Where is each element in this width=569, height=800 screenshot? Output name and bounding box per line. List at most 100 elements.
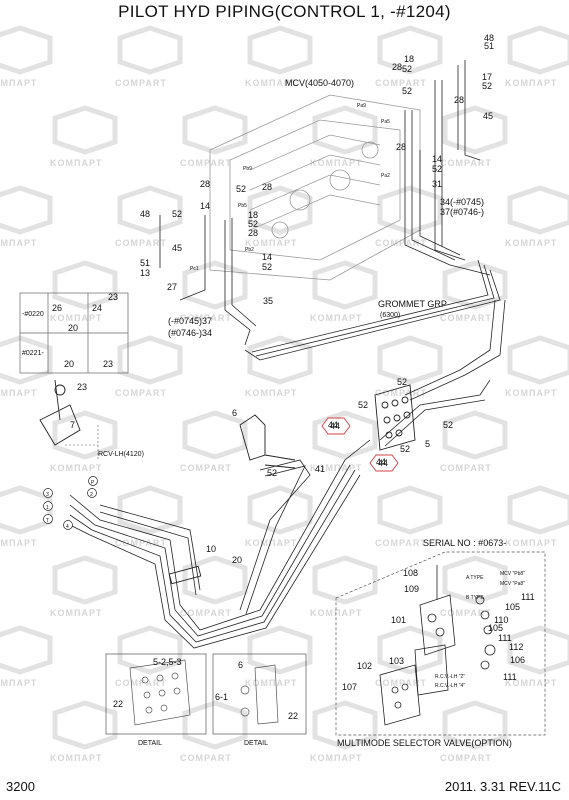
a-type-label: A TYPE: [466, 575, 484, 581]
watermark-text: KOMПАРТ: [50, 158, 102, 168]
callout-number: 101: [391, 615, 406, 625]
watermark-tile: COMPART: [375, 185, 443, 248]
port-label: Pc1: [190, 266, 199, 272]
watermark-logo: [312, 260, 378, 310]
callout-number: 52: [262, 262, 272, 272]
watermark-text: KOMПАРТ: [505, 238, 557, 248]
watermark-text: COMPART: [180, 158, 232, 168]
watermark-tile: KOMПАРТ: [505, 625, 569, 688]
grommet-label: GROMMET GRP: [378, 299, 447, 309]
watermark-text: COMPART: [440, 608, 492, 618]
watermark-text: COMPART: [115, 78, 167, 88]
watermark-text: KOMПАРТ: [245, 538, 297, 548]
callout-number: 26: [52, 303, 62, 313]
watermark-text: KOMПАРТ: [0, 388, 37, 398]
highlighted-callout: 44: [330, 421, 340, 431]
watermark-logo: [507, 185, 569, 235]
callout-number: 111: [521, 592, 535, 602]
callout-number: 22: [113, 699, 123, 709]
port-label: Pa5: [381, 119, 390, 125]
watermark-text: COMPART: [115, 388, 167, 398]
multimode-label: MULTIMODE SELECTOR VALVE(OPTION): [337, 738, 512, 748]
callout-number: 18: [248, 210, 258, 220]
callout-number: 52: [248, 219, 258, 229]
watermark-logo: [0, 335, 53, 385]
callout-number: 17: [482, 72, 492, 82]
callout-number: 41: [315, 464, 325, 474]
callout-number: 20: [68, 323, 78, 333]
watermark-tile: COMPART: [180, 555, 248, 618]
watermark-text: KOMПАРТ: [245, 78, 297, 88]
callout-number: 14: [262, 252, 272, 262]
watermark-text: KOMПАРТ: [50, 463, 102, 473]
watermark-logo: [312, 555, 378, 605]
page-title: PILOT HYD PIPING(CONTROL 1, -#1204): [118, 2, 451, 21]
callout-number: 28: [248, 228, 258, 238]
watermark-tile: COMPART: [180, 700, 248, 763]
callout-number: 6: [238, 660, 243, 670]
watermark-tile: KOMПАРТ: [505, 185, 569, 248]
detail-boxes: [105, 653, 307, 735]
watermark-logo: [117, 25, 183, 75]
rcv-leader: [65, 425, 99, 460]
callout-number: 111: [498, 633, 512, 643]
watermark-tile: KOMПАРТ: [245, 485, 313, 548]
callout-number: 5: [425, 439, 430, 449]
callout-number: 20: [232, 555, 242, 565]
callout-number: 23: [108, 292, 118, 302]
callout-number: 109: [404, 584, 419, 594]
range-37-label: 37(#0746-): [440, 207, 484, 217]
watermark-text: KOMПАРТ: [310, 753, 362, 763]
watermark-logo: [507, 625, 569, 675]
watermark-tile: KOMПАРТ: [505, 485, 569, 548]
watermark-text: COMPART: [375, 78, 427, 88]
watermark-logo: [442, 700, 508, 750]
callout-number: 52: [236, 184, 246, 194]
callout-number: 23: [77, 382, 87, 392]
watermark-logo: [507, 25, 569, 75]
circled-ports: [43, 476, 98, 530]
callout-number: 28: [454, 95, 464, 105]
callout-number: 48: [484, 33, 494, 43]
watermark-logo: [117, 335, 183, 385]
watermark-tile: COMPART: [440, 105, 508, 168]
multimode-valve-drawing: [379, 565, 496, 726]
watermark-tile: KOMПАРТ: [245, 25, 313, 88]
callout-number: 52: [397, 377, 407, 387]
pilot-pipe-bundle: [69, 60, 506, 649]
callout-number: 52: [400, 444, 410, 454]
watermark-text: KOMПАРТ: [245, 678, 297, 688]
watermark-tile: KOMПАРТ: [505, 25, 569, 88]
watermark-text: KOMПАРТ: [50, 608, 102, 618]
callout-number: 105: [488, 623, 503, 633]
watermark-text: COMPART: [115, 238, 167, 248]
watermark-tile: COMPART: [375, 625, 443, 688]
watermark-text: COMPART: [115, 538, 167, 548]
watermark-logo: [52, 700, 118, 750]
serial-0221-label: #0221-: [22, 350, 44, 357]
callout-number: 52: [402, 86, 412, 96]
circled-port-label: 4: [66, 524, 69, 530]
watermark-tile: COMPART: [115, 335, 183, 398]
watermark-text: KOMПАРТ: [245, 388, 297, 398]
watermark-tile: KOMПАРТ: [50, 105, 118, 168]
callout-number: 23: [103, 359, 113, 369]
watermark-tile: KOMПАРТ: [310, 105, 378, 168]
callout-number: 52: [402, 64, 412, 74]
watermark-logo: [0, 185, 53, 235]
callout-number: 14: [200, 201, 210, 211]
mcv-pa8-label: MCV "Pa8": [500, 581, 525, 587]
callout-number: 111: [503, 672, 517, 682]
watermark-logo: [0, 25, 53, 75]
watermark-text: COMPART: [180, 313, 232, 323]
callout-number: 51: [140, 258, 150, 268]
watermark-tile: COMPART: [440, 260, 508, 323]
callout-number: 35: [263, 296, 273, 306]
circled-port-label: P: [91, 480, 95, 486]
callout-number: 10: [206, 544, 216, 554]
callout-number: 28: [396, 142, 406, 152]
distribution-valve: [39, 379, 416, 585]
